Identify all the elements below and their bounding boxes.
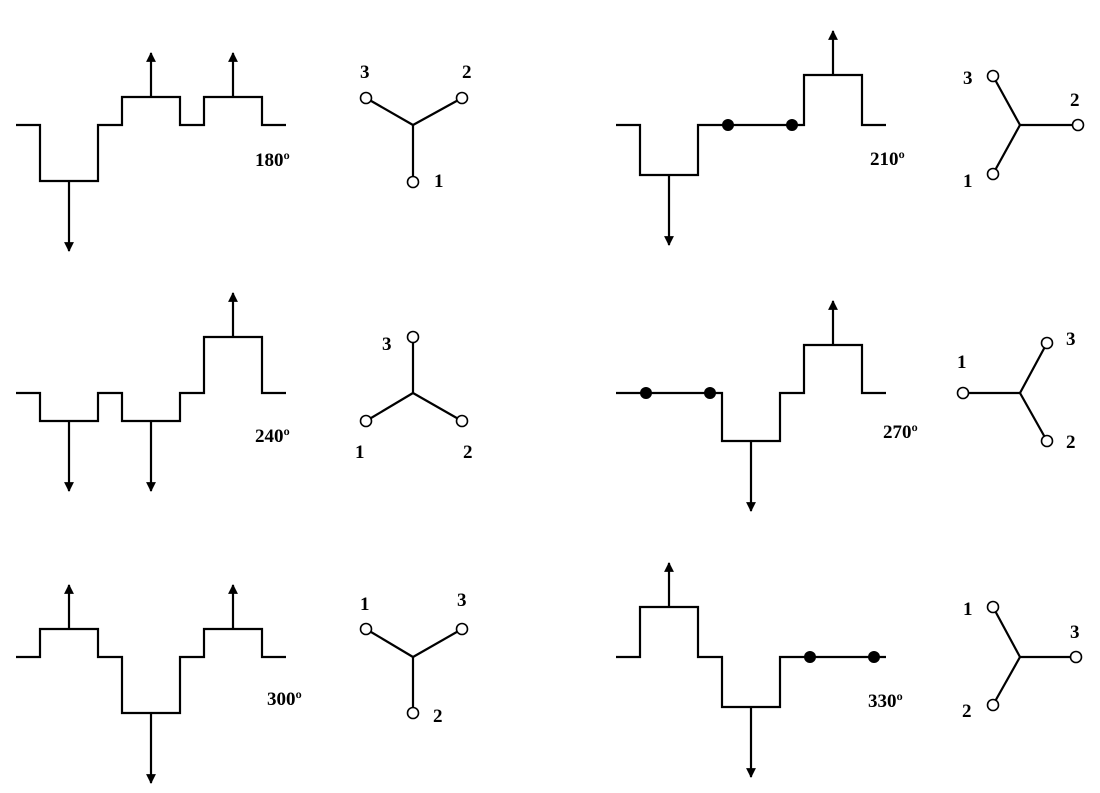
terminal-node: [455, 622, 469, 636]
panel-180: 180º 3 2 1: [16, 52, 472, 252]
terminal-node: [359, 91, 373, 105]
terminal-label: 3: [963, 68, 973, 89]
filled-marker: [804, 651, 816, 663]
terminal-label: 3: [457, 590, 467, 611]
terminal-label: 1: [360, 594, 370, 615]
terminal-node: [1071, 118, 1085, 132]
angle-label-330: 330º: [868, 691, 903, 712]
terminal-node: [1040, 434, 1054, 448]
terminal-node: [1040, 336, 1054, 350]
terminal-label: 2: [1066, 432, 1076, 453]
panel-240: 240º 3 1 2: [16, 292, 473, 492]
waveform-180: [16, 95, 286, 183]
terminal-node: [986, 167, 1000, 181]
angle-label-210: 210º: [870, 149, 905, 170]
filled-marker: [786, 119, 798, 131]
terminal-node: [1069, 650, 1083, 664]
terminal-label: 3: [1070, 622, 1080, 643]
terminal-node: [359, 622, 373, 636]
waveform-270: [616, 343, 886, 443]
terminal-label: 3: [382, 334, 392, 355]
terminal-label: 1: [957, 352, 967, 373]
terminal-node: [986, 600, 1000, 614]
waveform-210: [616, 73, 886, 177]
terminal-node: [406, 706, 420, 720]
filled-marker: [704, 387, 716, 399]
panel-300: 300º 1 3 2: [16, 584, 469, 784]
star-240: 3 1 2: [355, 330, 473, 463]
terminal-label: 2: [462, 62, 472, 83]
terminal-node: [455, 91, 469, 105]
waveform-330: [616, 605, 886, 709]
angle-label-300: 300º: [267, 689, 302, 710]
panel-270: 270º 1 3 2: [616, 300, 1076, 512]
waveform-300: [16, 627, 286, 715]
terminal-node: [986, 69, 1000, 83]
star-300: 1 3 2: [359, 590, 469, 727]
terminal-label: 2: [962, 701, 972, 722]
star-270: 1 3 2: [956, 329, 1076, 453]
filled-marker: [722, 119, 734, 131]
terminal-label: 3: [360, 62, 370, 83]
terminal-node: [455, 414, 469, 428]
angle-label-180: 180º: [255, 150, 290, 171]
terminal-label: 1: [434, 171, 444, 192]
star-180: 3 2 1: [359, 62, 472, 192]
waveform-240: [16, 335, 286, 423]
terminal-label: 1: [963, 599, 973, 620]
filled-marker: [640, 387, 652, 399]
terminal-label: 2: [1070, 90, 1080, 111]
terminal-node: [986, 698, 1000, 712]
terminal-label: 3: [1066, 329, 1076, 350]
terminal-node: [406, 330, 420, 344]
star-210: 3 2 1: [963, 68, 1085, 192]
filled-marker: [868, 651, 880, 663]
terminal-node: [956, 386, 970, 400]
terminal-label: 1: [963, 171, 973, 192]
panel-210: 210º 3 2 1: [616, 30, 1085, 246]
panel-330: 330º 1 3 2: [616, 562, 1083, 778]
terminal-node: [406, 175, 420, 189]
star-330: 1 3 2: [962, 599, 1083, 722]
terminal-label: 2: [463, 442, 473, 463]
angle-label-270: 270º: [883, 422, 918, 443]
terminal-label: 1: [355, 442, 365, 463]
terminal-node: [359, 414, 373, 428]
terminal-label: 2: [433, 706, 443, 727]
angle-label-240: 240º: [255, 426, 290, 447]
